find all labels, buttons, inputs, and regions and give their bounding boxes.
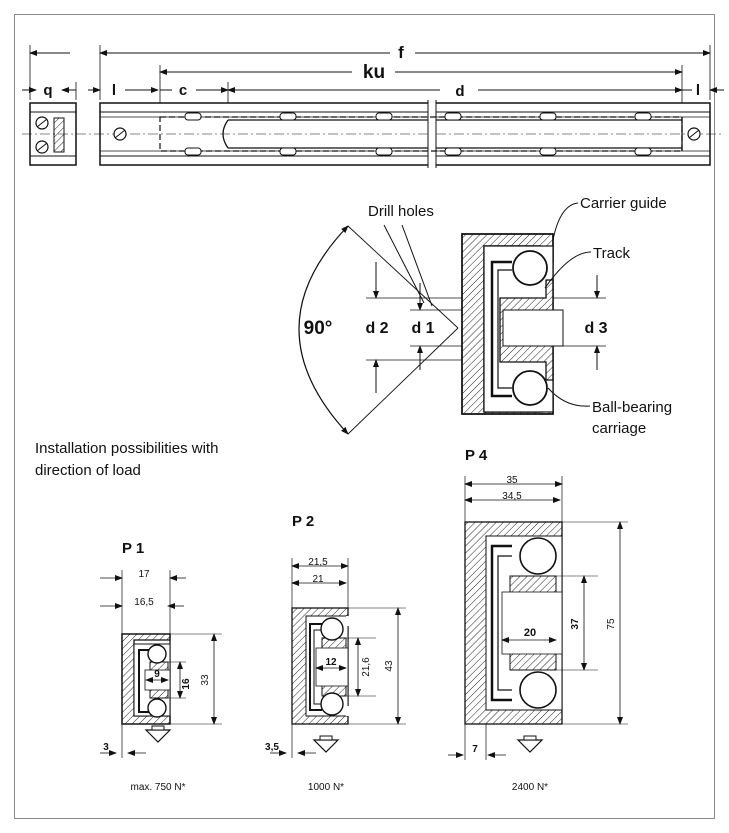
label-carriage: carriage (592, 420, 646, 437)
rail-top-view: f ku q l c d l (22, 43, 724, 168)
label-carrier-guide: Carrier guide (580, 195, 667, 212)
p1-title: P 1 (122, 540, 144, 557)
p2-w-inner: 21 (312, 574, 324, 585)
diagram-frame (14, 14, 715, 819)
p2-inner: 12 (325, 657, 337, 668)
p4-offset: 7 (472, 744, 478, 755)
p2-title: P 2 (292, 513, 314, 530)
cross-section-view: Drill holes 90° d 2 d 1 (298, 195, 672, 437)
label-d2: d 2 (365, 320, 388, 337)
p4-w-inner: 34,5 (502, 491, 522, 502)
p1-offset: 3 (103, 742, 109, 753)
p4-load: 2400 N* (512, 782, 548, 793)
profile-p2: P 2 21,5 21 12 21,6 43 3,5 1000 N* (265, 513, 406, 793)
label-d1: d 1 (411, 320, 434, 337)
dim-q: q (43, 82, 52, 99)
label-track: Track (593, 245, 630, 262)
p1-w-outer: 17 (138, 569, 150, 580)
installation-caption-line1: Installation possibilities with (35, 440, 218, 457)
p2-offset: 3,5 (265, 742, 279, 753)
p4-title: P 4 (465, 447, 488, 464)
p2-load: 1000 N* (308, 782, 344, 793)
dim-ku: ku (363, 62, 385, 83)
profile-p1: P 1 17 16,5 9 16 33 3 max. 750 N* (100, 540, 222, 793)
p1-height: 33 (200, 674, 211, 686)
p4-height: 75 (606, 618, 617, 630)
p4-w-outer: 35 (506, 475, 518, 486)
label-d3: d 3 (584, 320, 607, 337)
p1-height-inner: 16 (181, 678, 192, 690)
p2-w-outer: 21,5 (308, 557, 328, 568)
dim-d: d (455, 83, 464, 100)
label-angle: 90° (304, 318, 333, 339)
p4-height-inner: 37 (570, 618, 581, 630)
p1-load: max. 750 N* (130, 782, 185, 793)
label-drill-holes: Drill holes (368, 203, 434, 220)
dim-l-right: l (696, 82, 700, 99)
p1-w-inner: 16,5 (134, 597, 154, 608)
installation-caption-line2: direction of load (35, 462, 141, 479)
p2-height-inner: 21,6 (361, 657, 372, 677)
profile-p4: P 4 35 34,5 20 37 75 7 2400 N* (448, 447, 628, 793)
dim-c: c (179, 82, 187, 99)
dim-f: f (398, 43, 404, 62)
label-ball-bearing: Ball-bearing (592, 399, 672, 416)
p2-height: 43 (384, 660, 395, 672)
p4-inner: 20 (524, 627, 536, 639)
dim-l-left: l (112, 82, 116, 99)
p1-inner: 9 (154, 669, 160, 680)
